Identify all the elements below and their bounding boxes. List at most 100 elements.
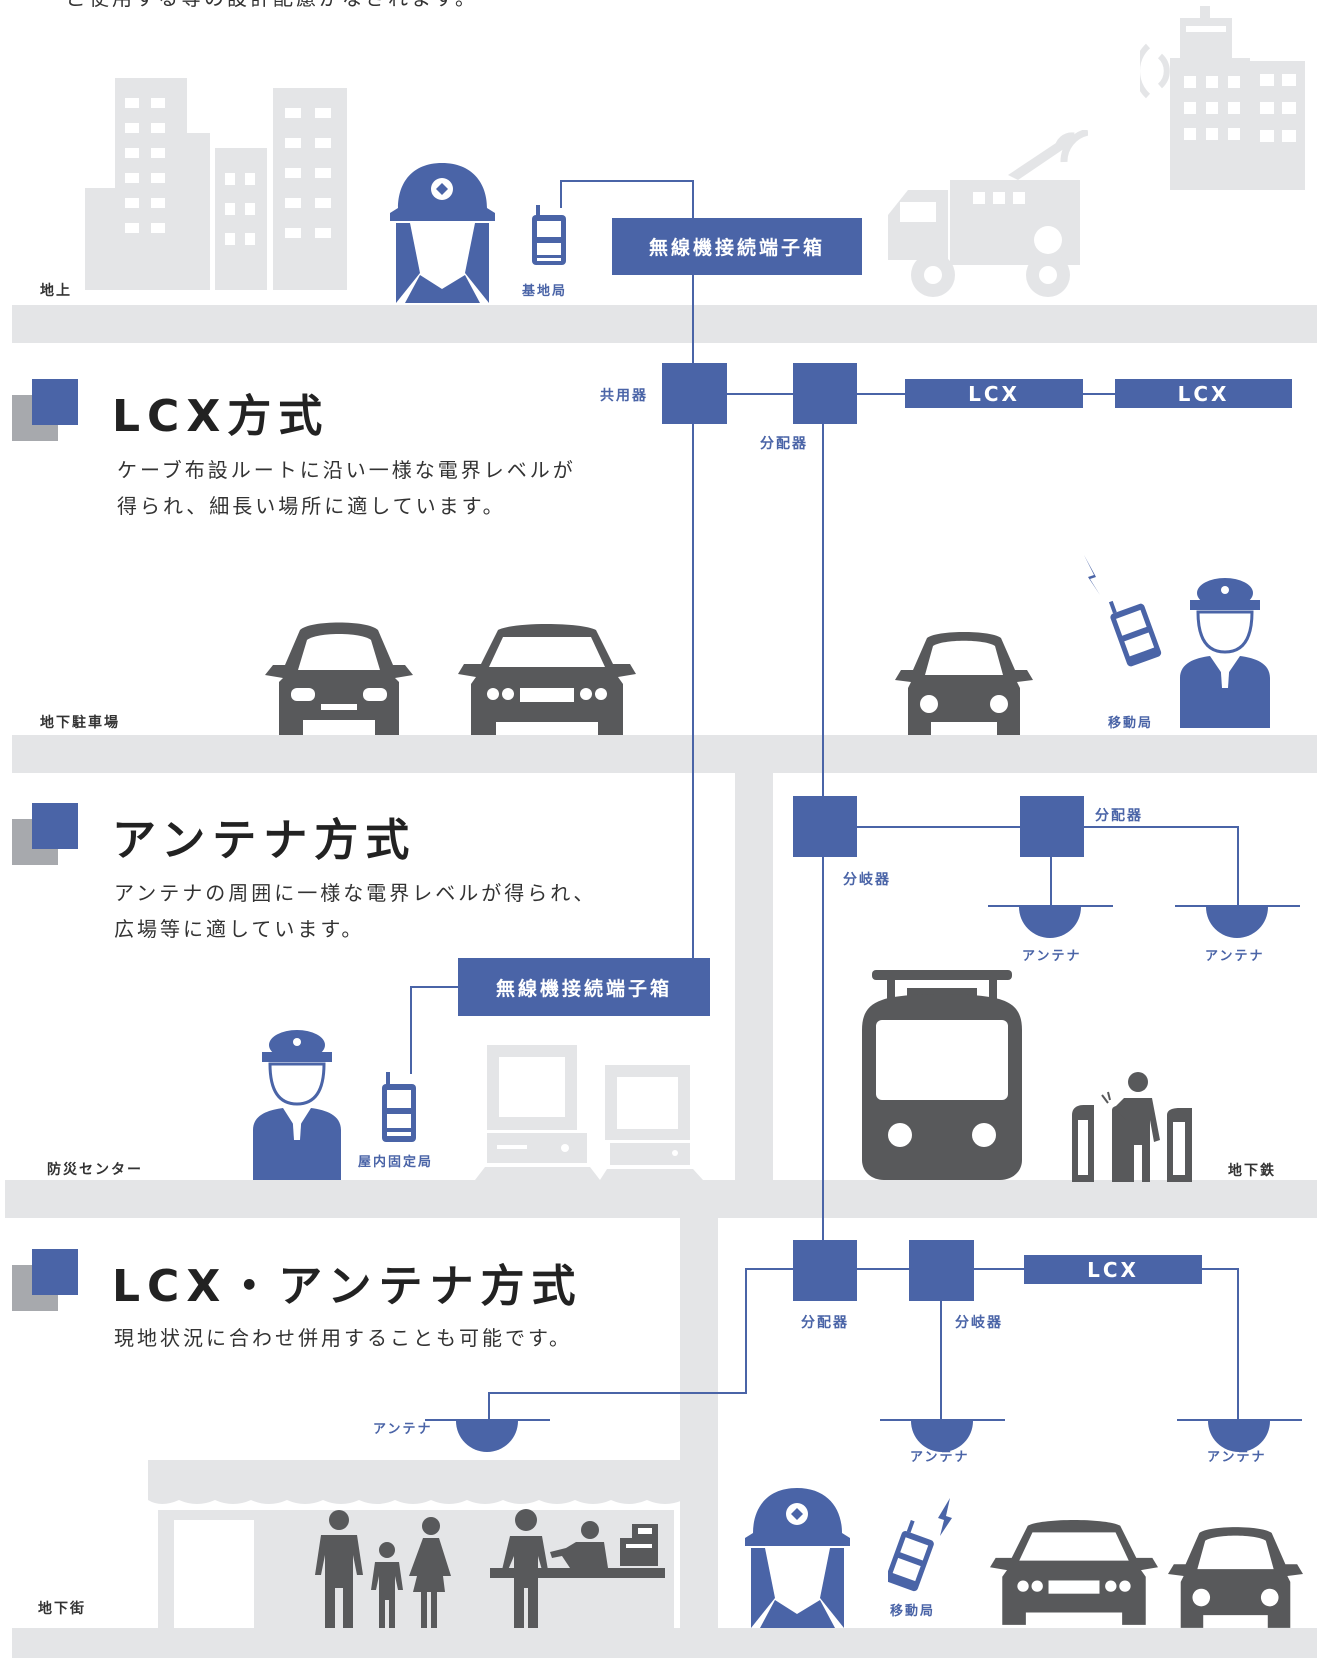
computer-icon [475,1045,703,1180]
section-title-lcx: LCX方式 [112,391,330,442]
distributor-box [793,363,857,424]
connector-line [692,180,694,218]
lcx-label: LCX [1087,1257,1139,1282]
connector-line [1237,1268,1239,1420]
connector-line [410,986,412,1074]
distributor-label: 分配器 [801,1315,849,1331]
connector-line [1082,826,1238,828]
connector-line [855,1268,910,1270]
lcx-cable-1: LCX [905,379,1083,408]
mobile-station-label: 移動局 [890,1604,936,1619]
terminal-box-disaster-center: 無線機接続端子箱 [458,958,710,1016]
lcx-cable-2: LCX [1115,379,1292,408]
radio-device-icon [382,1072,416,1142]
antenna-label: アンテナ [1207,1450,1267,1465]
section-title-lcx-antenna: LCX・アンテナ方式 [112,1261,583,1312]
connector-line [560,180,693,182]
distributor-box [1020,796,1084,857]
terminal-box-top: 無線機接続端子箱 [612,218,862,275]
level-label-parking: 地下駐車場 [40,715,120,731]
police-officer-icon [253,1030,341,1180]
radio-handheld-icon [1084,555,1162,667]
wall-column-2 [680,1218,718,1628]
indoor-fixed-station-label: 屋内固定局 [358,1155,434,1170]
train-front-icon [862,970,1022,1180]
section-desc-antenna-line2: 広場等に適しています。 [114,917,365,941]
base-station-label: 基地局 [522,284,568,299]
brancher-box [909,1240,974,1301]
wall-column-1 [735,773,773,1180]
section-marker [32,379,78,425]
radio-device-icon [532,205,566,265]
connector-line [488,1392,747,1394]
brancher-box [793,796,857,857]
section-marker [32,1249,78,1295]
firefighter-icon [745,1488,850,1628]
level-label-underground-mall: 地下街 [38,1601,86,1617]
antenna-icon [988,905,1113,938]
connector-line [972,1268,1025,1270]
trunk-line [692,275,694,967]
lcx-cable-3: LCX [1024,1255,1202,1284]
antenna-icon [1177,1419,1302,1452]
connector-line [560,180,562,208]
disaster-center-floor-slab [5,1180,1317,1218]
lcx-label: LCX [968,381,1020,406]
brancher-label: 分岐器 [843,872,891,888]
radio-tower-building-illustration [1140,6,1305,190]
section-title-antenna: アンテナ方式 [112,815,417,866]
distributor-box [793,1240,857,1301]
antenna-icon [425,1419,550,1452]
combiner-label: 共用器 [600,388,648,404]
mobile-station-label: 移動局 [1108,716,1154,731]
connector-line [488,1392,490,1420]
antenna-icon [880,1419,1005,1452]
connector-line [855,393,905,395]
terminal-box-label: 無線機接続端子箱 [495,977,672,1000]
car-front-icon [265,622,413,735]
firefighter-icon [390,163,495,303]
antenna-label: アンテナ [373,1422,433,1437]
connector-line [1202,1268,1239,1270]
distributor-label: 分配器 [760,436,808,452]
parking-floor-slab [12,735,1317,773]
top-caption: ご使用する等の設計配慮がなされます。 [66,0,478,11]
fire-truck-illustration [888,130,1088,297]
antenna-label: アンテナ [1022,949,1082,964]
radio-handheld-icon [888,1498,952,1592]
distributor-label: 分配器 [1095,808,1143,824]
connector-line [855,826,1022,828]
level-label-subway: 地下鉄 [1228,1163,1276,1179]
terminal-box-label: 無線機接続端子箱 [648,237,825,259]
car-front-icon [895,632,1033,735]
connector-line [410,986,458,988]
level-label-ground: 地上 [40,283,72,299]
section-marker [32,803,78,849]
sedan-front-icon [458,624,636,735]
ground-floor-slab [12,305,1317,343]
antenna-label: アンテナ [910,1450,970,1465]
police-officer-icon [1180,578,1270,728]
car-front-icon [1168,1527,1303,1628]
antenna-icon [1175,905,1300,938]
connector-line [745,1268,795,1270]
sedan-front-icon [990,1520,1158,1625]
combiner-box [662,363,727,424]
ticket-gate-person-icon [1072,1072,1192,1182]
family-people-icon [315,1510,451,1628]
antenna-label: アンテナ [1205,949,1265,964]
connector-line [1082,393,1115,395]
section-desc-lcx-antenna-line1: 現地状況に合わせ併用することも可能です。 [114,1326,572,1350]
connector-line [1237,826,1239,906]
lcx-label: LCX [1177,381,1230,406]
connector-line [940,1298,942,1420]
connector-line [725,393,795,395]
mall-floor-slab [12,1628,1317,1658]
section-desc-lcx-line1: ケーブ布設ルートに沿い一様な電界レベルが [117,458,576,482]
section-desc-antenna-line1: アンテナの周囲に一様な電界レベルが得られ、 [114,881,597,905]
brancher-label: 分岐器 [955,1315,1003,1331]
city-buildings-illustration [85,78,347,290]
section-desc-lcx-line2: 得られ、細長い場所に適しています。 [117,494,506,518]
shop-counter-cashier-icon [490,1509,665,1628]
